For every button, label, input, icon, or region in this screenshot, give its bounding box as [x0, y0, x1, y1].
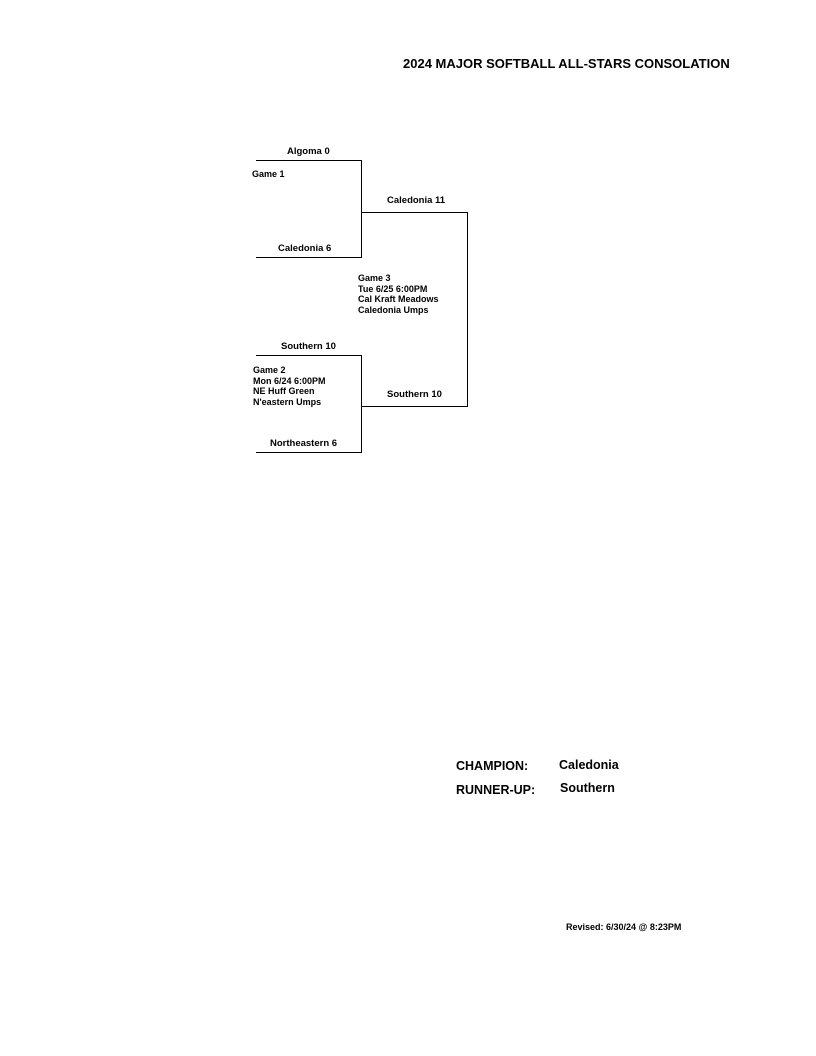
game3-bottom-line	[361, 406, 468, 407]
revised-timestamp: Revised: 6/30/24 @ 8:23PM	[566, 922, 682, 932]
game3-umps: Caledonia Umps	[358, 304, 429, 315]
game3-bottom-team: Southern 10	[387, 389, 442, 400]
game3-connector	[467, 212, 468, 407]
game2-location: NE Huff Green	[253, 386, 315, 397]
game3-date: Tue 6/25 6:00PM	[358, 283, 428, 294]
game1-label: Game 1	[252, 169, 285, 179]
game3-info: Game 3 Tue 6/25 6:00PM Cal Kraft Meadows…	[358, 273, 439, 315]
game1-top-line	[256, 160, 362, 161]
runnerup-label: RUNNER-UP:	[456, 783, 536, 797]
game1-connector	[361, 160, 362, 258]
game3-location: Cal Kraft Meadows	[358, 294, 439, 305]
game1-bottom-team: Caledonia 6	[278, 243, 332, 254]
game2-top-team: Southern 10	[281, 341, 336, 352]
game2-label: Game 2	[253, 365, 286, 375]
game3-top-team: Caledonia 11	[387, 195, 446, 206]
champion-value: Caledonia	[559, 758, 619, 772]
game2-bottom-line	[256, 452, 362, 453]
game2-date: Mon 6/24 6:00PM	[253, 375, 326, 386]
game2-top-line	[256, 355, 362, 356]
game3-top-line	[361, 212, 468, 213]
game2-umps: N'eastern Umps	[253, 396, 322, 407]
runnerup-value: Southern	[560, 781, 615, 795]
game1-top-team: Algoma 0	[287, 146, 330, 157]
game3-label: Game 3	[358, 273, 391, 283]
page-title: 2024 MAJOR SOFTBALL ALL-STARS CONSOLATIO…	[403, 56, 730, 71]
game1-bottom-line	[256, 257, 362, 258]
champion-label: CHAMPION:	[456, 759, 529, 773]
game2-connector	[361, 355, 362, 453]
game2-bottom-team: Northeastern 6	[270, 438, 338, 449]
game2-info: Game 2 Mon 6/24 6:00PM NE Huff Green N'e…	[253, 365, 326, 407]
